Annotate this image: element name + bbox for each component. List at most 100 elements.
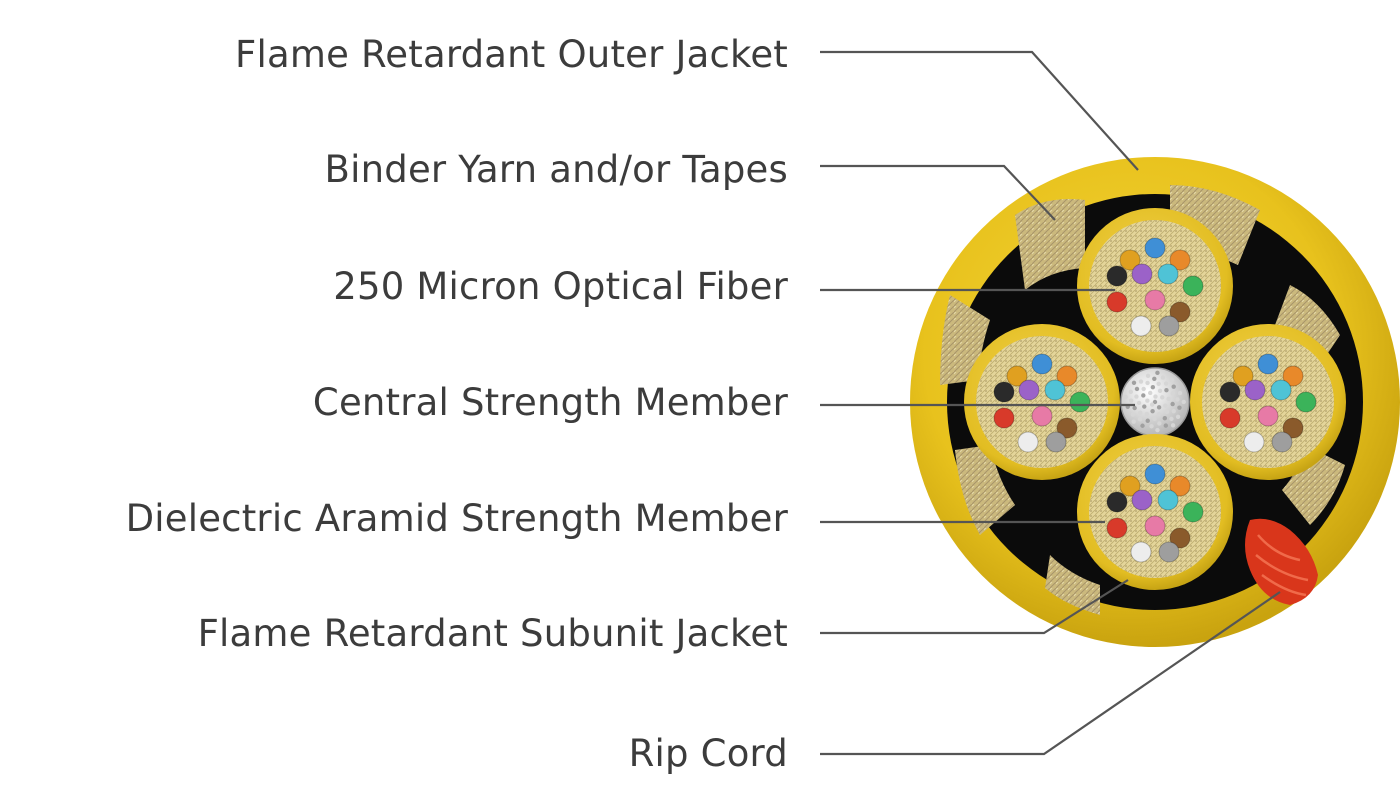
strength-fiber-strand [1163, 423, 1169, 428]
strength-fiber-strand [1160, 395, 1165, 400]
strength-fiber-strand [1157, 421, 1162, 426]
strength-fiber-strand [1140, 423, 1145, 428]
strength-fiber-strand [1156, 412, 1162, 417]
strength-fiber-strand [1136, 400, 1142, 406]
strength-fiber-strand [1145, 380, 1150, 386]
label-subunit-jacket: Flame Retardant Subunit Jacket [197, 612, 788, 655]
optical-fiber [1295, 391, 1317, 413]
optical-fiber [1282, 417, 1304, 439]
strength-fiber-strand [1128, 389, 1133, 395]
strength-fiber-strand [1138, 410, 1143, 415]
optical-fiber [1031, 405, 1053, 427]
optical-fiber [1006, 365, 1028, 387]
optical-fiber [1169, 249, 1191, 271]
optical-fiber [1106, 517, 1128, 539]
strength-fiber-strand [1170, 423, 1176, 428]
strength-fiber-strand [1156, 405, 1162, 410]
leader-subunit-jacket [820, 579, 1129, 635]
strength-fiber-strand [1175, 397, 1180, 402]
strength-fiber-strand [1171, 384, 1176, 389]
optical-fiber [1106, 291, 1128, 313]
strength-fiber-strand [1152, 399, 1158, 405]
strength-fiber-strand [1169, 377, 1175, 383]
strength-fiber-strand [1162, 416, 1168, 421]
subunit [964, 324, 1120, 480]
strength-fiber-strand [1169, 416, 1174, 422]
optical-fiber [1106, 491, 1128, 513]
strength-fiber-strand [1157, 388, 1163, 394]
label-optical-fiber: 250 Micron Optical Fiber [333, 265, 788, 308]
optical-fiber [1056, 417, 1078, 439]
optical-fiber [1169, 475, 1191, 497]
strength-fiber-strand [1175, 414, 1181, 419]
rip-cord [1245, 518, 1318, 605]
optical-fiber [1244, 379, 1266, 401]
label-central-strength: Central Strength Member [312, 381, 788, 424]
strength-fiber-strand [1141, 393, 1146, 398]
strength-fiber-strand [1170, 401, 1175, 407]
optical-fiber [1131, 263, 1153, 285]
optical-fiber [1282, 365, 1304, 387]
strength-fiber-strand [1177, 405, 1182, 410]
strength-fiber-strand [1156, 381, 1161, 386]
label-aramid: Dielectric Aramid Strength Member [125, 497, 788, 540]
strength-fiber-strand [1163, 403, 1168, 408]
optical-fiber [1144, 515, 1166, 537]
optical-fiber [1119, 249, 1141, 271]
optical-fiber [1271, 431, 1293, 453]
strength-fiber-strand [1181, 399, 1186, 405]
leader-binder-yarn [820, 164, 1056, 221]
optical-fiber [1144, 289, 1166, 311]
strength-fiber-strand [1131, 380, 1137, 385]
optical-fiber [1219, 381, 1241, 403]
optical-fiber [1270, 379, 1292, 401]
strength-fiber-strand [1130, 412, 1136, 417]
strength-fiber-strand [1142, 404, 1147, 409]
aramid-strength-member [1089, 446, 1221, 578]
aramid-strength-member [976, 336, 1108, 468]
optical-fiber [993, 381, 1015, 403]
label-binder-yarn: Binder Yarn and/or Tapes [324, 148, 788, 191]
optical-fiber [1069, 391, 1091, 413]
central-strength-texture [1123, 370, 1186, 433]
optical-fiber [1157, 263, 1179, 285]
strength-fiber-strand [1137, 417, 1143, 422]
strength-fiber-strand [1141, 386, 1146, 392]
optical-fiber [1219, 407, 1241, 429]
optical-fiber [1158, 541, 1180, 563]
aramid-strength-member [1202, 336, 1334, 468]
strength-fiber-strand [1164, 409, 1170, 414]
strength-fiber-strand [1132, 405, 1137, 411]
optical-fiber [1031, 353, 1053, 375]
strength-fiber-strand [1134, 386, 1140, 392]
strength-fiber-strand [1145, 373, 1151, 378]
strength-fiber-strand [1155, 427, 1160, 433]
optical-fiber [1044, 379, 1066, 401]
optical-fiber [1119, 475, 1141, 497]
strength-fiber-strand [1163, 381, 1169, 386]
optical-fiber [1158, 315, 1180, 337]
optical-fiber [1130, 541, 1152, 563]
optical-fiber [1144, 463, 1166, 485]
optical-fiber [1017, 431, 1039, 453]
optical-fiber [1182, 501, 1204, 523]
optical-fiber [1106, 265, 1128, 287]
strength-fiber-strand [1155, 370, 1160, 376]
strength-fiber-strand [1149, 402, 1155, 407]
optical-fiber [1056, 365, 1078, 387]
leader-lines [820, 50, 1281, 756]
strength-fiber-strand [1152, 416, 1157, 422]
strength-fiber-strand [1145, 398, 1150, 403]
optical-fiber [1018, 379, 1040, 401]
subunits [964, 208, 1346, 590]
subunit [1077, 434, 1233, 590]
strength-fiber-strand [1128, 398, 1134, 403]
strength-fiber-strand [1171, 408, 1176, 414]
strength-fiber-strand [1150, 384, 1156, 390]
optical-fiber [1157, 489, 1179, 511]
strength-fiber-strand [1131, 419, 1136, 424]
strength-fiber-strand [1144, 411, 1150, 417]
strength-fiber-strand [1170, 391, 1175, 396]
